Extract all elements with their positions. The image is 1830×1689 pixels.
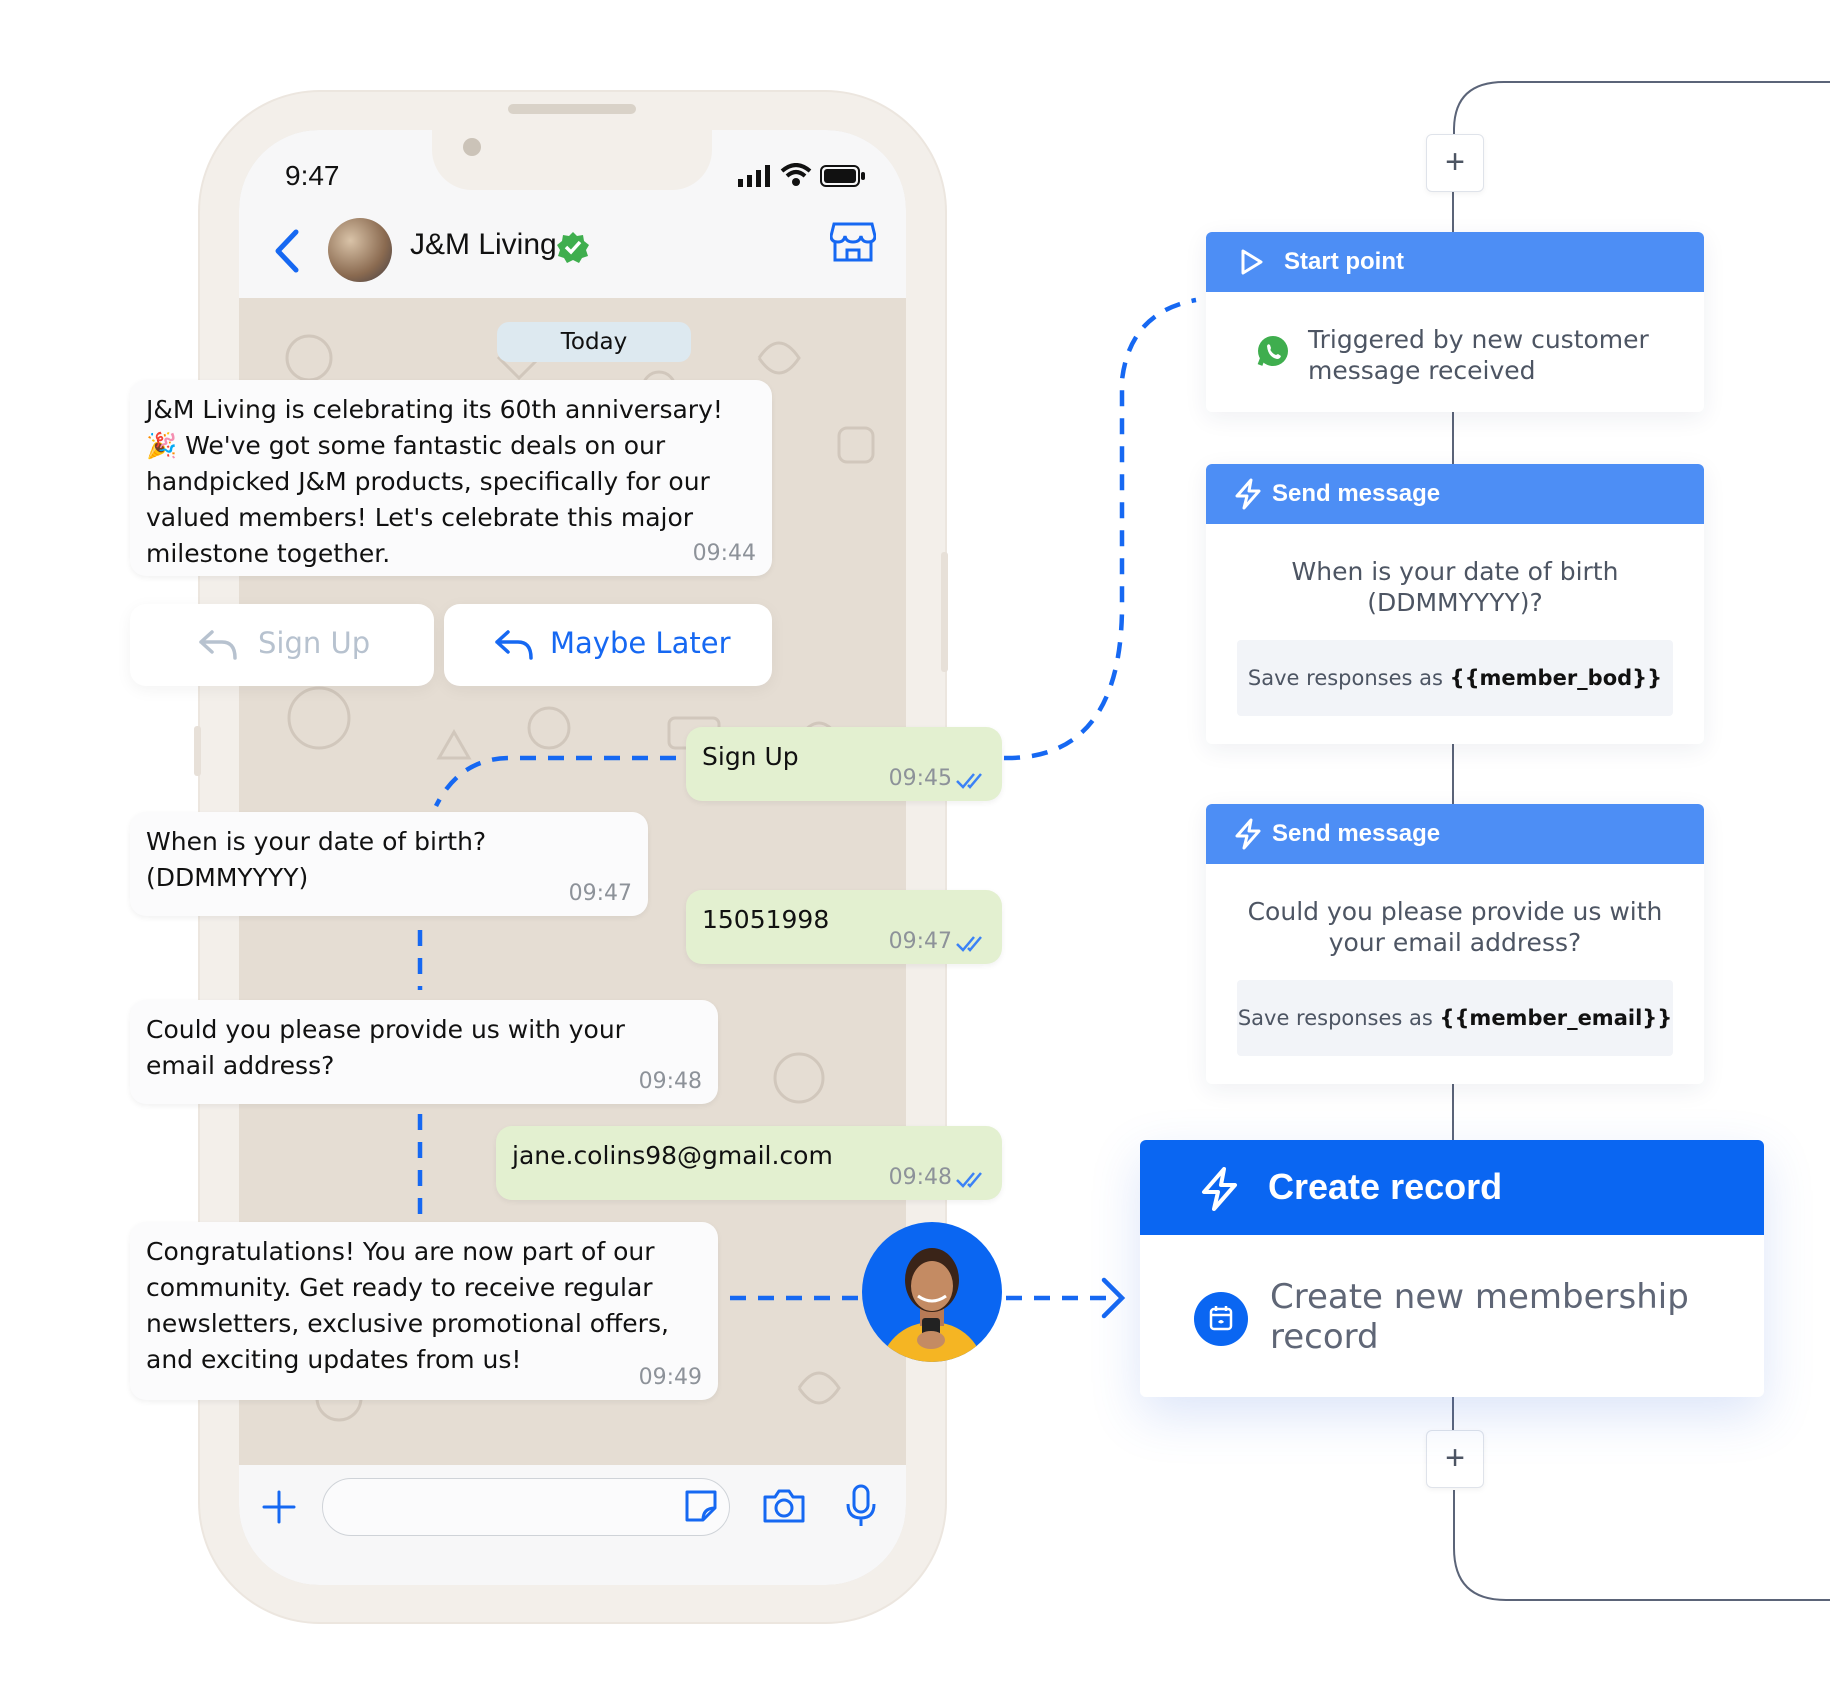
add-step-button[interactable]: + <box>1426 1430 1484 1488</box>
phone-camera <box>463 138 481 156</box>
contact-avatar[interactable] <box>328 218 392 282</box>
message-text: 15051998 <box>702 905 830 934</box>
save-prefix: Save responses as <box>1247 666 1450 690</box>
save-variable: {{member_bod}} <box>1449 666 1663 690</box>
attach-plus-icon[interactable] <box>262 1490 296 1524</box>
camera-icon[interactable] <box>762 1488 806 1524</box>
message-preview: Could you please provide us with your em… <box>1247 897 1663 957</box>
lightning-icon <box>1235 478 1261 510</box>
flow-connector <box>1452 1397 1454 1430</box>
back-chevron-icon[interactable] <box>272 228 302 274</box>
signal-icon <box>738 165 770 187</box>
phone-side-button <box>194 726 201 776</box>
card-title: Send message <box>1272 820 1441 847</box>
phone-speaker <box>508 104 636 114</box>
save-prefix: Save responses as <box>1237 1006 1440 1030</box>
quick-reply-label: Sign Up <box>258 626 371 660</box>
flow-connector <box>1452 412 1454 464</box>
send-message-card-email[interactable]: Send message Could you please provide us… <box>1206 804 1704 1084</box>
message-text: Congratulations! You are now part of our… <box>146 1237 669 1374</box>
date-chip: Today <box>497 322 691 362</box>
message-input[interactable] <box>322 1478 730 1536</box>
card-title: Create record <box>1268 1166 1503 1207</box>
message-time: 09:47 <box>568 881 632 906</box>
read-ticks-icon <box>956 773 982 789</box>
flow-connector <box>1452 744 1454 804</box>
quick-reply-sign-up[interactable]: Sign Up <box>130 604 434 686</box>
message-incoming: When is your date of birth? (DDMMYYYY) 0… <box>130 812 648 916</box>
start-trigger-text: Triggered by new customer message receiv… <box>1308 325 1649 385</box>
quick-reply-maybe-later[interactable]: Maybe Later <box>444 604 772 686</box>
message-outgoing: 15051998 09:47 <box>686 890 1002 964</box>
message-incoming: J&M Living is celebrating its 60th anniv… <box>130 380 772 576</box>
message-outgoing: Sign Up 09:45 <box>686 727 1002 801</box>
message-incoming: Could you please provide us with your em… <box>130 1000 718 1104</box>
customer-photo <box>881 1248 983 1362</box>
message-time: 09:47 <box>888 929 952 954</box>
quick-reply-label: Maybe Later <box>550 626 731 660</box>
contact-name[interactable]: J&M Living <box>410 228 557 261</box>
start-point-card[interactable]: Start point Triggered by new customer me… <box>1206 232 1704 412</box>
message-preview: When is your date of birth (DDMMYYYY)? <box>1291 557 1619 617</box>
microphone-icon[interactable] <box>846 1484 876 1528</box>
message-time: 09:44 <box>692 541 756 566</box>
card-title: Start point <box>1284 248 1404 275</box>
card-header: Send message <box>1206 804 1704 864</box>
flow-connector <box>1452 1084 1454 1140</box>
create-record-text: Create new membership record <box>1270 1277 1689 1357</box>
save-response-field[interactable]: Save responses as {{member_email}} <box>1237 980 1673 1056</box>
lightning-icon <box>1235 818 1261 850</box>
store-icon[interactable] <box>830 220 876 264</box>
message-text: J&M Living is celebrating its 60th anniv… <box>146 395 723 568</box>
reply-arrow-icon <box>199 630 237 660</box>
card-header: Create record <box>1140 1140 1764 1235</box>
read-ticks-icon <box>956 936 982 952</box>
phone-side-button <box>941 552 948 672</box>
whatsapp-icon <box>1257 336 1288 366</box>
verified-badge-icon <box>557 232 589 263</box>
play-icon <box>1241 249 1263 275</box>
message-time: 09:48 <box>638 1069 702 1094</box>
battery-icon <box>820 165 865 187</box>
reply-arrow-icon <box>495 630 533 660</box>
save-response-field[interactable]: Save responses as {{member_bod}} <box>1237 640 1673 716</box>
message-time: 09:45 <box>888 766 952 791</box>
save-variable: {{member_email}} <box>1439 1006 1673 1030</box>
message-text: Could you please provide us with your em… <box>146 1015 625 1080</box>
message-text: When is your date of birth? (DDMMYYYY) <box>146 827 487 892</box>
sticker-icon[interactable] <box>683 1488 719 1524</box>
card-header: Send message <box>1206 464 1704 524</box>
create-record-card[interactable]: Create record Create new membership reco… <box>1140 1140 1764 1397</box>
message-text: Sign Up <box>702 742 799 771</box>
card-header: Start point <box>1206 232 1704 292</box>
message-incoming: Congratulations! You are now part of our… <box>130 1222 718 1400</box>
message-time: 09:48 <box>888 1165 952 1190</box>
status-time: 9:47 <box>285 160 340 191</box>
message-time: 09:49 <box>638 1365 702 1390</box>
wifi-icon <box>780 163 812 186</box>
calendar-icon <box>1194 1292 1248 1346</box>
message-outgoing: jane.colins98@gmail.com 09:48 <box>496 1126 1002 1200</box>
read-ticks-icon <box>956 1172 982 1188</box>
card-title: Send message <box>1272 480 1441 507</box>
add-step-button[interactable]: + <box>1426 134 1484 192</box>
flow-connector <box>1452 192 1454 232</box>
send-message-card-dob[interactable]: Send message When is your date of birth … <box>1206 464 1704 744</box>
message-text: jane.colins98@gmail.com <box>512 1141 833 1170</box>
lightning-icon <box>1202 1167 1237 1211</box>
customer-avatar <box>862 1222 1002 1362</box>
